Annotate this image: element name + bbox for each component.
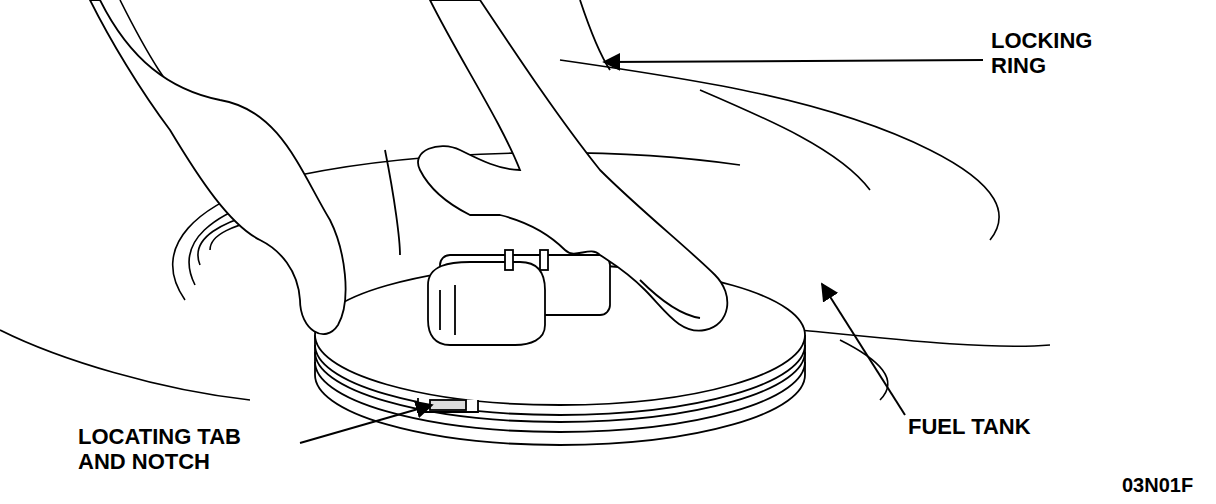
tank-edge [800, 330, 1050, 346]
locating-notch [418, 398, 478, 412]
connector-pin [505, 250, 513, 270]
leader-line [822, 284, 905, 415]
connector-plug [428, 262, 545, 345]
right-hand [418, 0, 727, 331]
hands [90, 0, 727, 334]
locating-tab [430, 400, 466, 410]
part-label: FUEL TANK [908, 414, 1031, 439]
finger-detail [640, 280, 700, 318]
connector-detail [440, 285, 455, 335]
left-hand [90, 0, 346, 334]
tank-contour [700, 90, 870, 190]
fuel-tank-outline [0, 0, 1050, 400]
figure-code: 03N01F [1122, 474, 1193, 497]
locking-ring-edge [580, 0, 610, 70]
tank-edge [0, 330, 250, 400]
finger-detail [385, 150, 400, 255]
part-label: LOCATING TAB AND NOTCH [78, 424, 278, 475]
electrical-connector [428, 250, 610, 345]
part-label: LOCKING RING [991, 28, 1121, 79]
leader-lines [300, 60, 983, 443]
leader-line [300, 405, 432, 443]
connector-pin [540, 250, 548, 270]
leader-line [604, 60, 983, 62]
